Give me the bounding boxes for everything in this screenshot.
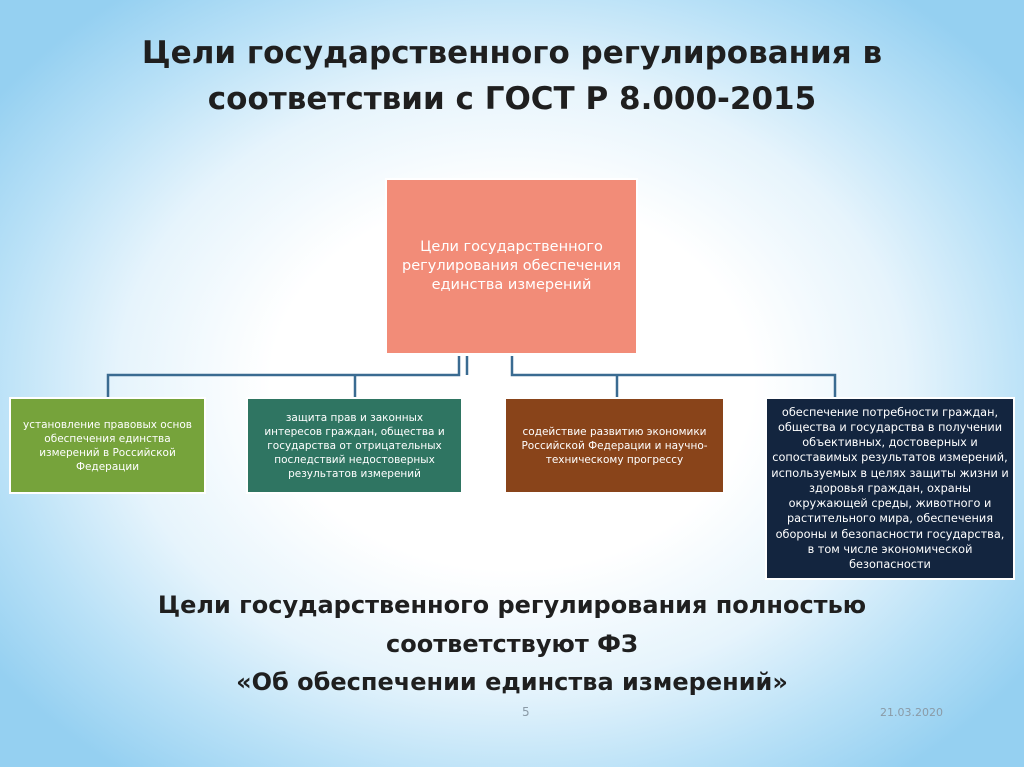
conclusion-line-2: соответствуют ФЗ bbox=[386, 629, 638, 658]
goal-box-legal-basis: установление правовых основ обеспечения … bbox=[9, 397, 206, 494]
connector-left-group bbox=[106, 356, 461, 397]
slide-title: Цели государственного регулирования в со… bbox=[60, 30, 964, 122]
goal-text-legal-basis: установление правовых основ обеспечения … bbox=[23, 418, 192, 473]
root-goal-box: Цели государственного регулирования обес… bbox=[385, 178, 638, 355]
goal-text-reliable-measurements: обеспечение потребности граждан, обществ… bbox=[771, 405, 1009, 571]
conclusion-line-1: Цели государственного регулирования полн… bbox=[157, 591, 867, 619]
slide-title-line-1: Цели государственного регулирования в bbox=[141, 35, 883, 71]
conclusion-line-3: «Об обеспечении единства измерений» bbox=[236, 668, 788, 696]
goal-box-reliable-measurements: обеспечение потребности граждан, обществ… bbox=[765, 397, 1015, 580]
connector-right-group bbox=[510, 356, 837, 397]
goal-box-protection-of-rights: защита прав и законных интересов граждан… bbox=[246, 397, 463, 494]
slide-number: 5 bbox=[522, 705, 530, 719]
root-goal-text: Цели государственного регулирования обес… bbox=[402, 239, 621, 293]
goal-box-economic-development: содействие развитию экономики Российской… bbox=[504, 397, 725, 494]
conclusion-text: Цели государственного регулирования полн… bbox=[40, 586, 984, 702]
slide-title-line-2: соответствии с ГОСТ Р 8.000-2015 bbox=[207, 81, 817, 117]
goal-text-protection-of-rights: защита прав и законных интересов граждан… bbox=[264, 411, 445, 480]
goal-text-economic-development: содействие развитию экономики Российской… bbox=[521, 425, 708, 466]
slide-date: 21.03.2020 bbox=[880, 706, 943, 719]
